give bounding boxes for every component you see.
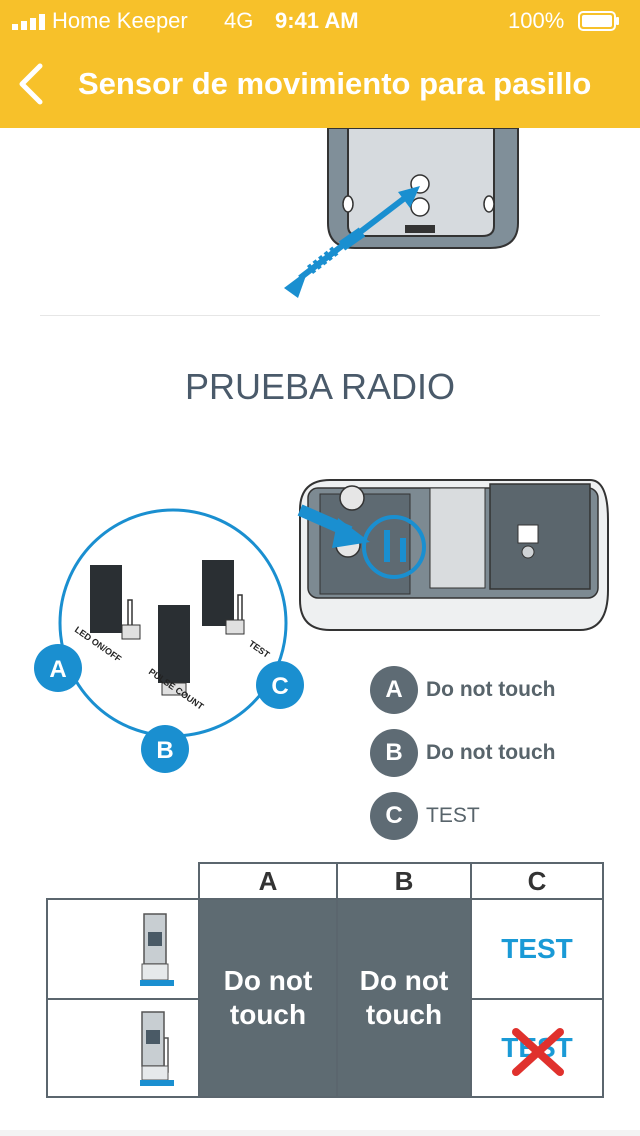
jumper-on-icon: [140, 913, 174, 986]
legend-item-c: C TEST: [370, 792, 630, 840]
table-row-1-icon-cell: [46, 898, 200, 1000]
section-divider: [40, 315, 600, 316]
table-row-2-icon-cell: [46, 998, 200, 1098]
test-on-label: TEST: [501, 933, 573, 964]
diagram-badge-c: C: [271, 673, 288, 700]
network-type: 4G: [224, 8, 254, 33]
table-cell-b: Do not touch: [336, 898, 472, 1098]
signal-icon: [12, 14, 45, 30]
jumper-settings-table: A B C Do not touch Do not touch TEST TES…: [46, 862, 604, 1098]
app-header: Home Keeper 4G 9:41 AM 100% Sensor de mo…: [0, 0, 640, 128]
jumper-pulse-icon: [158, 605, 190, 696]
jumper-detail-diagram: LED ON/OFF PULSE COUNT TEST A B C: [34, 508, 304, 773]
legend-badge-a: A: [370, 666, 418, 714]
diagram-badge-b: B: [156, 737, 173, 764]
table-cell-b-text: Do not touch: [359, 965, 449, 1030]
jumper-test-icon: [202, 560, 245, 635]
legend-text-a: Do not touch: [426, 678, 556, 701]
jumper-off-icon: [140, 1011, 174, 1086]
section-title: PRUEBA RADIO: [184, 366, 456, 407]
status-bar: Home Keeper 4G 9:41 AM 100%: [0, 0, 640, 40]
legend-item-a: A Do not touch: [370, 666, 630, 714]
table-header-a: A: [198, 862, 338, 900]
cross-icon: [512, 1028, 564, 1076]
table-cell-c-row-2: TEST: [470, 998, 604, 1098]
table-cell-a-text: Do not touch: [223, 965, 313, 1030]
legend-badge-b: B: [370, 729, 418, 777]
legend-item-b: B Do not touch: [370, 729, 630, 777]
legend-text-b: Do not touch: [426, 741, 556, 764]
clock: 9:41 AM: [275, 8, 359, 33]
table-header-c: C: [470, 862, 604, 900]
table-cell-c-row-1: TEST: [470, 898, 604, 1000]
legend-text-c: TEST: [426, 804, 480, 827]
mounting-plate-illustration: [284, 128, 519, 298]
chevron-left-icon[interactable]: [14, 60, 50, 108]
diagram-badge-a: A: [49, 656, 66, 683]
table-cell-a: Do not touch: [198, 898, 338, 1098]
sensor-open-illustration: [297, 479, 609, 631]
jumper-led-icon: [90, 565, 141, 640]
battery-percent: 100%: [508, 8, 565, 33]
legend-badge-c: C: [370, 792, 418, 840]
battery-icon: [578, 11, 619, 31]
page-title: Sensor de movimiento para pasillo: [78, 66, 592, 101]
table-header-b: B: [336, 862, 472, 900]
bottom-edge: [0, 1130, 640, 1136]
carrier-name: Home Keeper: [52, 8, 188, 33]
